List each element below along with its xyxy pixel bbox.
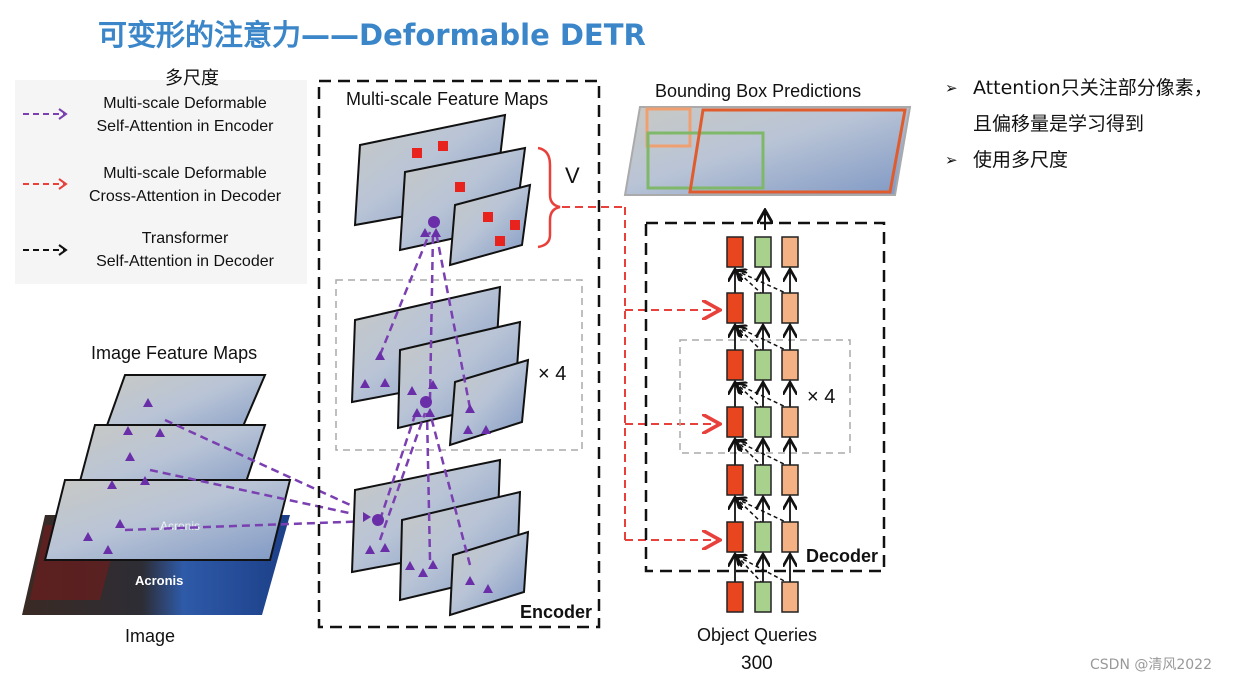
image-to-encoder-attention (124, 418, 373, 532)
query-token (754, 464, 772, 496)
legend-arrows (23, 108, 68, 256)
self-attention-arrow (737, 384, 791, 410)
query-token (726, 349, 744, 381)
arrow-bullet-icon: ➢ (945, 79, 958, 97)
watermark: CSDN @清风2022 (1090, 657, 1212, 673)
page-number: 300 (741, 653, 773, 674)
self-attention-arrow (737, 441, 764, 468)
self-attention-arrow (737, 556, 791, 585)
query-token (754, 581, 772, 613)
encoder-attention-arrows (378, 231, 472, 566)
multiscale-feature-maps-top (353, 113, 532, 267)
object-queries-label: Object Queries (697, 625, 818, 645)
self-attention-arrow (737, 327, 791, 353)
bounding-box-prediction-image (623, 106, 912, 196)
query-token (781, 464, 799, 496)
multiscale-feature-maps-bottom (350, 458, 530, 617)
query-token (754, 406, 772, 438)
query-token (726, 464, 744, 496)
legend-item-decoder-cross: Multi-scale Deformable Cross-Attention i… (88, 165, 282, 205)
self-attention-arrow (737, 271, 764, 296)
arrow-bullet-icon: ➢ (945, 151, 958, 169)
bounding-box-predictions-label: Bounding Box Predictions (655, 81, 862, 101)
self-attention-arrow (737, 384, 764, 410)
svg-text:Acronis: Acronis (135, 573, 183, 588)
query-token (754, 349, 772, 381)
multiscale-feature-maps-label: Multi-scale Feature Maps (346, 89, 549, 109)
legend-item-encoder: Multi-scale Deformable Self-Attention in… (96, 95, 274, 135)
bullet-item: 且偏移量是学习得到 (973, 113, 1145, 135)
encoder-box (317, 79, 601, 629)
legend-item-decoder-self: Transformer Self-Attention in Decoder (96, 230, 274, 270)
query-token (726, 236, 744, 268)
self-attention-arrow (737, 499, 791, 525)
query-token (781, 581, 799, 613)
encoder-query-points (363, 216, 441, 526)
query-token (781, 292, 799, 324)
image-feature-map-large: Acronis (43, 479, 292, 561)
query-token (726, 581, 744, 613)
page-title: 可变形的注意力——Deformable DETR (98, 18, 646, 52)
svg-text:Acronis: Acronis (160, 519, 200, 533)
bullet-item: ➢ 使用多尺度 (945, 142, 1213, 178)
value-brace (537, 146, 561, 249)
bullet-list: ➢ Attention只关注部分像素， 且偏移量是学习得到 ➢ 使用多尺度 (945, 70, 1213, 178)
encoder-label: Encoder (520, 602, 593, 622)
query-token (726, 406, 744, 438)
decoder-label: Decoder (806, 546, 879, 566)
encoder-repeat-box (335, 279, 583, 451)
image-label: Image (125, 626, 176, 646)
decoder-query-layers (726, 236, 799, 613)
multiscale-feature-maps-middle (350, 285, 530, 447)
self-attention-arrow (737, 499, 764, 525)
self-attention-arrow (737, 441, 791, 468)
self-attention-arrow (737, 271, 791, 296)
legend-arrow-decoder-cross (23, 178, 68, 190)
image-feature-sample-points (83, 398, 165, 554)
query-token (781, 521, 799, 553)
query-token (726, 521, 744, 553)
value-label: V (565, 163, 580, 188)
decoder-repeat-label: × 4 (807, 386, 836, 408)
legend-heading: 多尺度 (165, 68, 219, 89)
encoder-sample-points (360, 351, 493, 593)
query-token (754, 521, 772, 553)
query-token (781, 236, 799, 268)
cross-attention-arrows (562, 206, 718, 540)
query-token (781, 406, 799, 438)
decoder-box (644, 221, 886, 573)
encoder-repeat-label: × 4 (538, 363, 567, 385)
query-token (754, 236, 772, 268)
legend-arrow-decoder-self (23, 244, 68, 256)
query-token (726, 292, 744, 324)
decoder-repeat-box (679, 339, 851, 454)
legend-arrow-encoder (23, 108, 68, 120)
bullet-item: ➢ Attention只关注部分像素， (945, 70, 1213, 106)
query-token (754, 292, 772, 324)
image-feature-maps-label: Image Feature Maps (91, 343, 258, 363)
query-token (781, 349, 799, 381)
